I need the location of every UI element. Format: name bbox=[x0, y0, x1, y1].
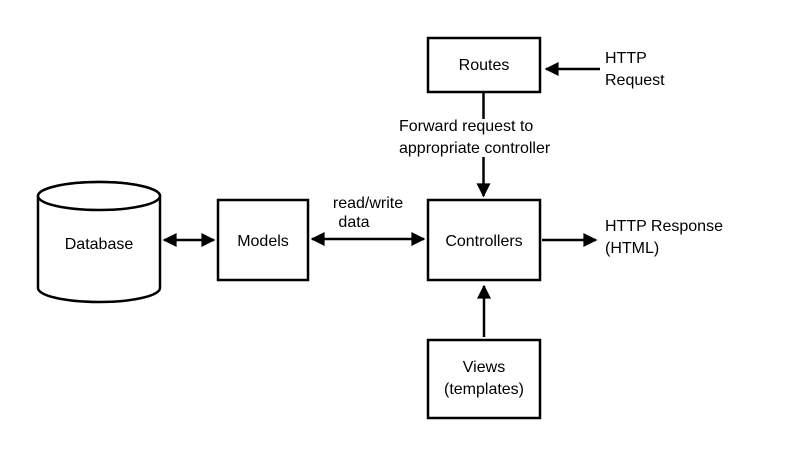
http-response-label-line1: HTTP Response bbox=[605, 218, 723, 235]
controllers-label: Controllers bbox=[445, 233, 522, 250]
routes-label: Routes bbox=[459, 57, 510, 74]
routes-node: Routes bbox=[426, 36, 542, 94]
http-response-label-line2: (HTML) bbox=[605, 240, 659, 257]
http-request-label-line2: Request bbox=[605, 72, 665, 89]
views-label-line1: Views bbox=[463, 359, 505, 376]
database-node: Database bbox=[36, 180, 162, 304]
read-write-label-line1: read/write bbox=[333, 195, 403, 212]
models-label: Models bbox=[237, 233, 289, 250]
views-box bbox=[426, 338, 542, 420]
forward-request-label-line2: appropriate controller bbox=[399, 140, 551, 157]
database-cylinder-top bbox=[36, 180, 162, 212]
controllers-box bbox=[426, 198, 542, 282]
forward-request-label-line1: Forward request to bbox=[399, 118, 533, 135]
controllers-node: Controllers bbox=[426, 198, 542, 282]
http-request-label-line1: HTTP bbox=[605, 50, 647, 67]
routes-box bbox=[426, 36, 542, 94]
database-label: Database bbox=[65, 236, 134, 253]
models-box bbox=[216, 198, 310, 282]
read-write-label-line2: data bbox=[338, 214, 369, 231]
views-label-line2: (templates) bbox=[444, 381, 524, 398]
models-node: Models bbox=[216, 198, 310, 282]
views-node: Views (templates) bbox=[426, 338, 542, 420]
